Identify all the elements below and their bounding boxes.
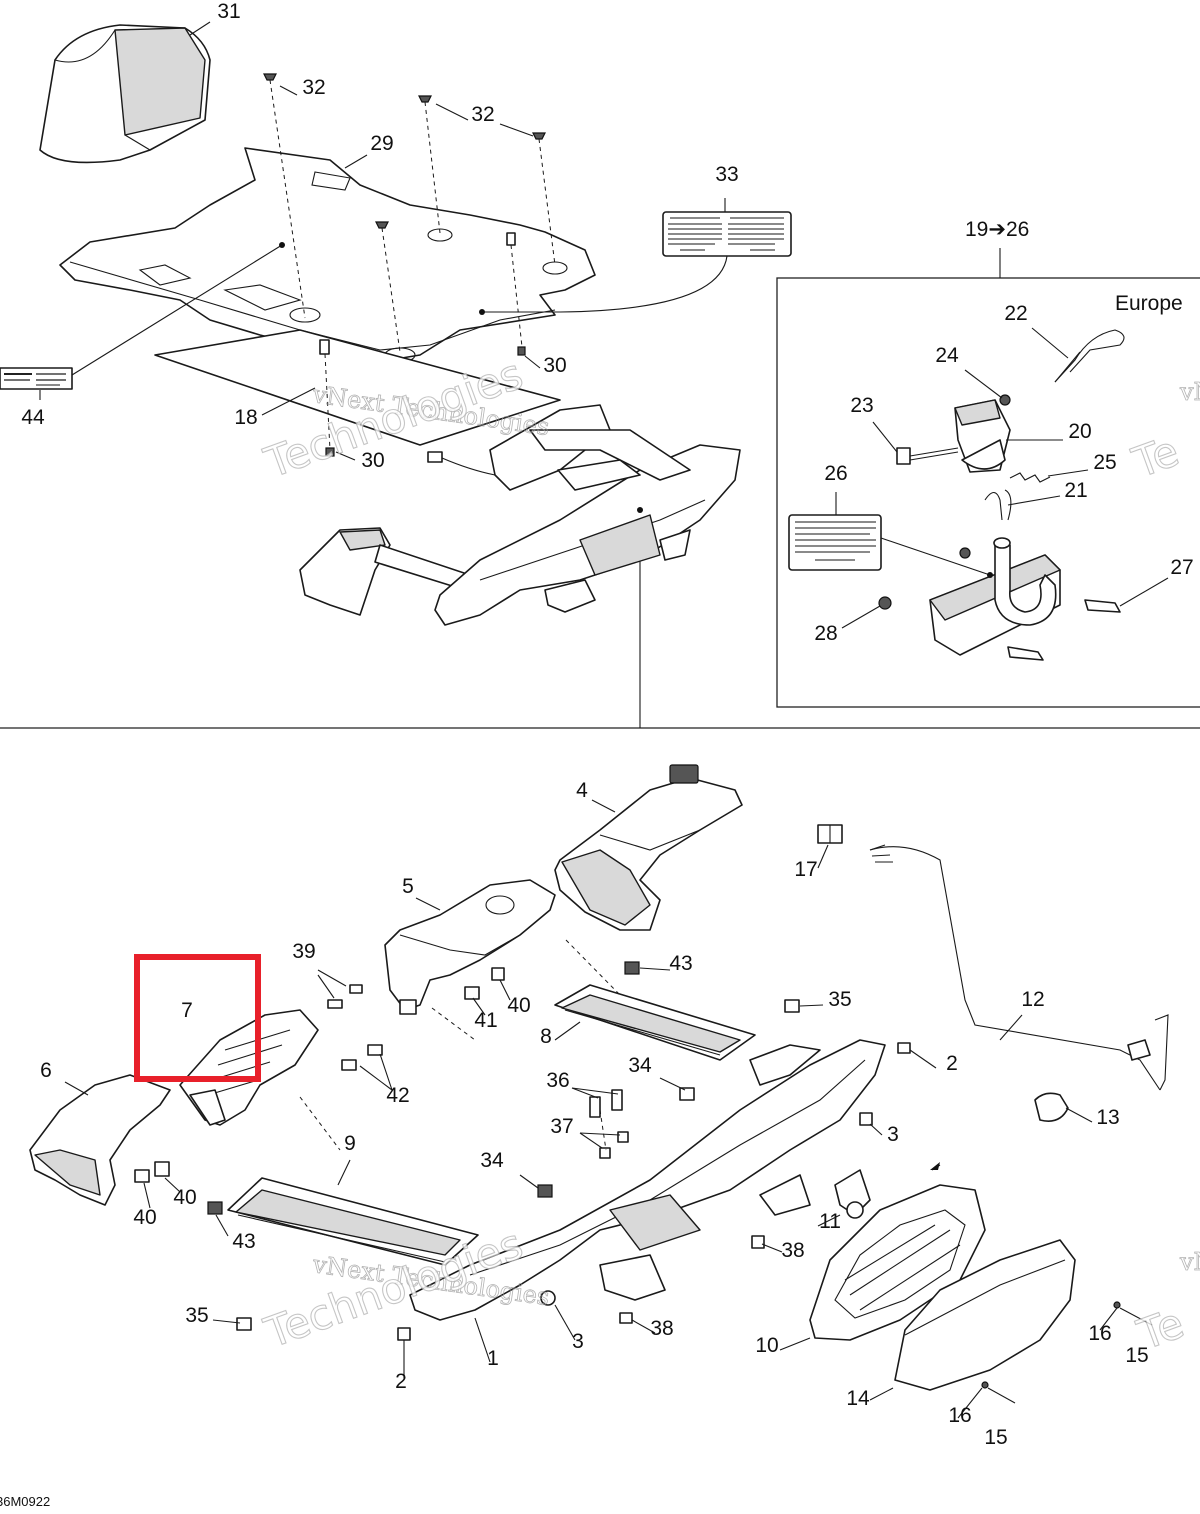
part-number-label: 28 xyxy=(814,622,837,645)
part-number-label: 12 xyxy=(1021,988,1044,1011)
part-number-label: 43 xyxy=(232,1230,255,1253)
part-number-label: 2 xyxy=(946,1052,958,1075)
part-17-connector xyxy=(817,824,843,844)
part-number-label: 33 xyxy=(715,163,738,186)
part-number-label: 38 xyxy=(781,1239,804,1262)
part-6 xyxy=(29,1074,171,1206)
part-10-lens xyxy=(809,1184,986,1341)
drawing-code: 36M0922 xyxy=(0,1494,50,1509)
part-number-label: 41 xyxy=(474,1009,497,1032)
part-number-label: 15 xyxy=(1125,1344,1148,1367)
part-number-label: 25 xyxy=(1093,451,1116,474)
part-5 xyxy=(384,879,556,1015)
part-7 xyxy=(179,1009,319,1126)
part-number-label: 30 xyxy=(543,354,566,377)
inset-label-europe: Europe xyxy=(1115,292,1183,315)
svg-text:Te: Te xyxy=(1126,426,1185,488)
part-number-label: 18 xyxy=(234,406,257,429)
part-number-label: 35 xyxy=(185,1304,208,1327)
part-number-label: 2 xyxy=(395,1370,407,1393)
part-11 xyxy=(834,1169,871,1219)
part-number-label: 6 xyxy=(40,1059,52,1082)
part-number-label: 13 xyxy=(1096,1106,1119,1129)
part-number-label: 40 xyxy=(133,1206,156,1229)
part-number-label: 21 xyxy=(1064,479,1087,502)
part-1-main-body xyxy=(409,1039,886,1321)
leaders-top xyxy=(39,21,728,513)
part-number-label: 3 xyxy=(572,1330,584,1353)
part-number-label: 44 xyxy=(21,406,45,429)
part-number-label: 15 xyxy=(984,1426,1007,1449)
part-number-label: 16 xyxy=(1088,1322,1111,1345)
part-number-label: 32 xyxy=(302,76,325,99)
part-number-label: 24 xyxy=(935,344,959,367)
part-number-label: 1 xyxy=(487,1347,499,1370)
part-number-label: 14 xyxy=(846,1387,870,1410)
part-9-rail xyxy=(227,1177,479,1266)
part-13-bulb xyxy=(1034,1092,1069,1122)
part-number-label: 22 xyxy=(1004,302,1027,325)
leaders-bottom xyxy=(64,799,1118,1419)
part-29-floor-plate xyxy=(59,147,596,366)
part-number-label: 5 xyxy=(402,875,414,898)
part-number-label: 37 xyxy=(550,1115,573,1138)
part-number-label: 39 xyxy=(292,940,315,963)
part-number-label: 17 xyxy=(794,858,817,881)
part-number-label: 32 xyxy=(471,103,494,126)
part-number-labels: 3132322933301844302224232025212627284517… xyxy=(21,0,1193,1449)
part-number-label: 31 xyxy=(217,0,240,23)
part-number-label: 35 xyxy=(828,988,851,1011)
part-number-label: 23 xyxy=(850,394,873,417)
part-number-label: 43 xyxy=(669,952,692,975)
svg-text:vN: vN xyxy=(1179,378,1200,406)
part-8-rail xyxy=(554,984,756,1061)
part-number-label: 4 xyxy=(576,779,588,802)
part-number-label: 36 xyxy=(546,1069,569,1092)
part-number-label: 11 xyxy=(819,1210,841,1233)
part-number-label: 34 xyxy=(480,1149,504,1172)
part-number-label: 10 xyxy=(755,1334,778,1357)
part-number-label: 42 xyxy=(386,1084,409,1107)
part-number-label: 8 xyxy=(540,1025,552,1048)
part-number-label: 40 xyxy=(173,1186,196,1209)
part-number-label: 26 xyxy=(824,462,847,485)
bolts-32 xyxy=(263,73,556,457)
part-14-cover xyxy=(894,1239,1076,1391)
hardware-bottom xyxy=(134,939,1153,1404)
inset-europe xyxy=(776,248,1200,708)
part-number-label: 27 xyxy=(1170,556,1193,579)
part-number-label: 38 xyxy=(650,1317,673,1340)
part-number-label: 16 xyxy=(948,1404,971,1427)
part-number-label: 29 xyxy=(370,132,393,155)
part-number-label: 30 xyxy=(361,449,384,472)
inset-group-ref: 19➔26 xyxy=(965,218,1029,241)
top-rack-assembly xyxy=(299,404,741,626)
decal-44 xyxy=(0,367,73,390)
part-18-sheet xyxy=(154,329,561,446)
part-number-label: 34 xyxy=(628,1054,652,1077)
decal-33 xyxy=(662,211,792,257)
highlight-box-part-7 xyxy=(134,954,261,1082)
part-number-label: 40 xyxy=(507,994,530,1017)
part-number-label: 7 xyxy=(181,999,193,1022)
part-31-cover xyxy=(39,24,211,164)
part-number-label: 3 xyxy=(887,1123,899,1146)
part-number-label: 9 xyxy=(344,1132,356,1155)
part-number-label: 20 xyxy=(1068,420,1091,443)
svg-text:vN: vN xyxy=(1179,1248,1200,1276)
part-12-harness xyxy=(869,844,1169,1091)
part-4 xyxy=(554,764,743,931)
